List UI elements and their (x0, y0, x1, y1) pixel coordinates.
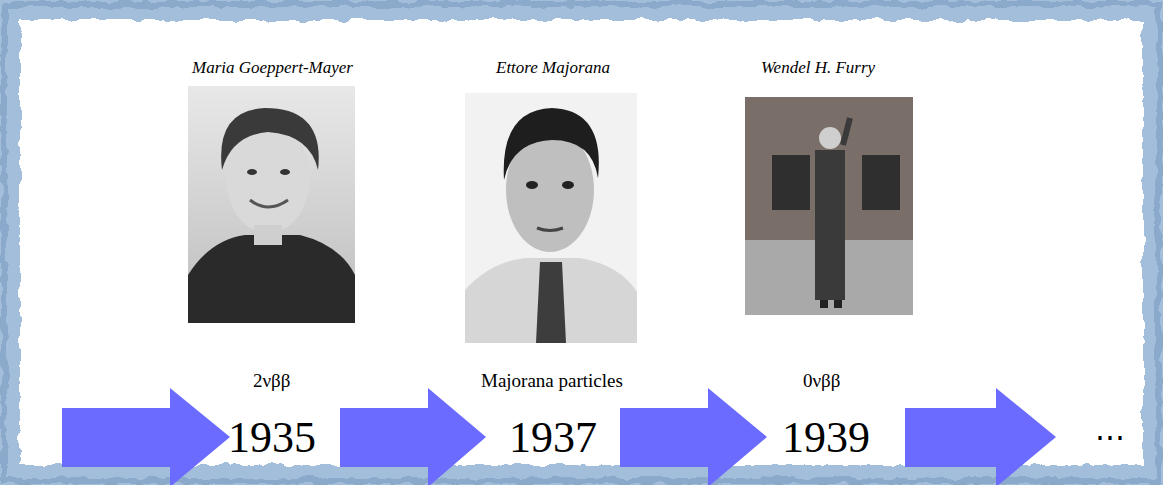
timeline-arrow (620, 388, 767, 485)
year-label: 1937 (509, 414, 597, 462)
topic-label: 2νββ (253, 371, 290, 392)
continuation-dots: ⋯ (1095, 420, 1125, 453)
timeline-arrow (62, 388, 230, 485)
year-label: 1935 (228, 414, 316, 462)
portrait-furry (745, 97, 913, 315)
person-name: Ettore Majorana (496, 59, 610, 78)
timeline-arrow (340, 388, 486, 485)
portrait-majorana (465, 93, 637, 343)
topic-label: Majorana particles (481, 371, 623, 392)
year-label: 1939 (782, 414, 870, 462)
person-name: Maria Goeppert-Mayer (192, 59, 353, 78)
frame-inner (20, 20, 1143, 465)
topic-label: 0νββ (803, 371, 840, 392)
portrait-goeppert-mayer (188, 86, 355, 323)
timeline-arrow (905, 388, 1056, 485)
timeline-arrows (62, 388, 1056, 485)
person-name: Wendel H. Furry (761, 59, 875, 78)
